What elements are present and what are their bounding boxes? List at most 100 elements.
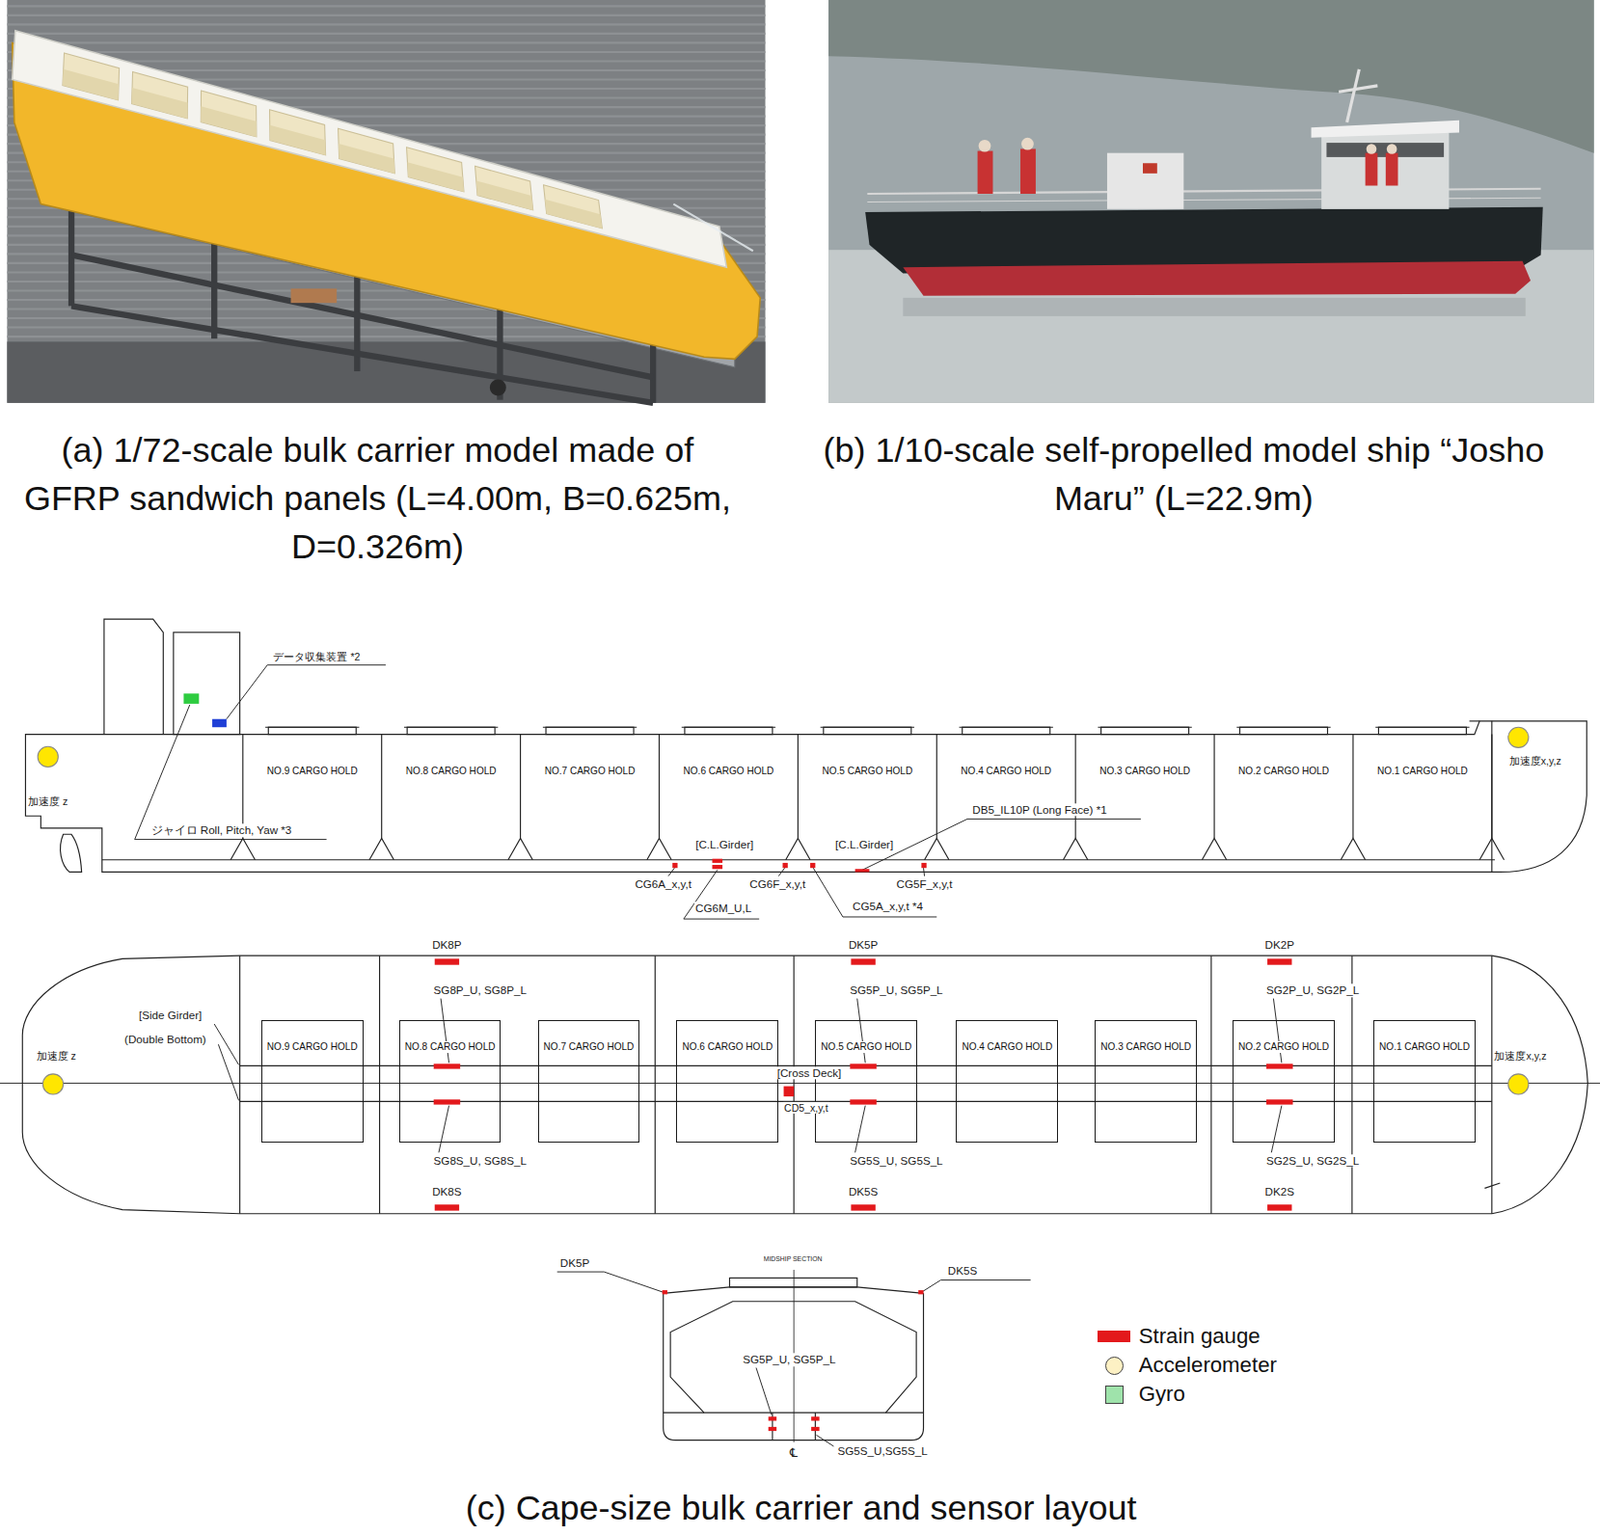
ship-profile	[1378, 727, 1466, 734]
model-photo	[406, 162, 464, 192]
hold-name: NO.6 CARGO HOLD	[682, 765, 776, 778]
midship-section	[670, 1301, 917, 1413]
strain-gauge	[810, 863, 815, 868]
strain-gauge	[1267, 958, 1292, 965]
model-photo	[6, 51, 765, 54]
strain-gauge	[1267, 1204, 1292, 1211]
ship-photo	[902, 298, 1525, 317]
ship-profile	[1491, 734, 1492, 840]
ship-profile	[1097, 727, 1192, 729]
ship-profile	[797, 734, 799, 840]
hold-name: NO.8 CARGO HOLD	[404, 1041, 497, 1054]
sensor-label: 加速度x,y,z	[1508, 755, 1563, 767]
sensor-label: SG5S_U,SG5S_L	[837, 1444, 929, 1458]
legend-text: Gyro	[1138, 1382, 1186, 1408]
ship-profile	[519, 734, 521, 840]
ship-photo	[1021, 137, 1034, 151]
ship-profile	[1469, 720, 1481, 722]
model-photo	[62, 53, 120, 101]
sensor-label: DK5P	[847, 938, 879, 951]
sensor-label: 加速度x,y,z	[1492, 1050, 1547, 1062]
ship-profile	[404, 727, 498, 729]
model-photo	[543, 185, 603, 229]
model-photo	[338, 143, 395, 174]
model-photo	[406, 147, 464, 192]
legend-item: Accelerometer	[1097, 1353, 1276, 1379]
ship-photo	[978, 137, 1398, 155]
sensor-label: DK5P	[559, 1256, 591, 1270]
ship-profile	[924, 839, 950, 861]
model-photo	[270, 109, 326, 156]
strain-gauge	[849, 1099, 877, 1105]
ship-profile	[542, 727, 637, 729]
strain-gauge	[850, 1204, 875, 1211]
sensor-label: DK5S	[847, 1185, 879, 1198]
hold-name: NO.5 CARGO HOLD	[819, 1041, 913, 1054]
ship-profile	[1236, 727, 1330, 729]
cargo-hold-profile: NO.2 CARGO HOLD	[1214, 759, 1354, 784]
ship-plan	[793, 955, 795, 1215]
strain-gauge	[672, 863, 678, 868]
ship-photo	[977, 148, 1399, 194]
model-photo	[270, 125, 326, 156]
ship-profile	[265, 727, 359, 729]
strain-gauge	[850, 958, 875, 965]
model-photo	[475, 165, 534, 211]
cargo-hold-hatch: NO.2 CARGO HOLD	[1232, 1020, 1335, 1143]
ship-photo	[1347, 69, 1360, 123]
ship-profile	[684, 727, 773, 734]
ship-photo	[1365, 153, 1379, 187]
model-photo	[650, 336, 656, 404]
ship-profile	[1352, 734, 1354, 840]
strain-gauge	[849, 1063, 877, 1069]
accelerometer-symbol	[1508, 1074, 1529, 1095]
cargo-hold-hatch: NO.6 CARGO HOLD	[676, 1020, 779, 1143]
midship-section	[663, 1270, 924, 1443]
leader-line	[813, 867, 937, 918]
sensor-label: DK2S	[1264, 1185, 1296, 1198]
cargo-hold-profile: NO.4 CARGO HOLD	[936, 759, 1076, 784]
ship-photo	[977, 151, 994, 194]
ship-profile	[1491, 721, 1492, 873]
leader-line	[815, 1435, 834, 1447]
sensor-label: DK8P	[431, 938, 462, 951]
sensor-label: CG6M_U,L	[694, 901, 753, 915]
ship-photo	[828, 0, 1595, 404]
cargo-hold-hatch: NO.7 CARGO HOLD	[538, 1020, 641, 1143]
ship-photo	[1142, 162, 1158, 174]
ship-photo	[828, 249, 1595, 404]
hold-name: NO.5 CARGO HOLD	[820, 765, 914, 778]
ship-profile	[1479, 839, 1504, 861]
sensor-label: [C.L.Girder]	[694, 838, 755, 851]
leader-line	[923, 867, 925, 876]
ship-plan	[379, 955, 380, 1215]
sensor-label: (Double Bottom)	[123, 1032, 208, 1046]
ship-photo	[1386, 143, 1398, 155]
ship-plan	[1484, 1183, 1500, 1189]
ship-plan	[22, 955, 1588, 1215]
cargo-hold-profile: NO.6 CARGO HOLD	[658, 759, 798, 784]
ship-profile	[1201, 839, 1226, 861]
strain-gauge	[662, 1290, 668, 1295]
ship-profile	[962, 727, 1051, 734]
leader-line	[855, 1106, 867, 1154]
ship-photo	[978, 139, 992, 153]
legend-item: Gyro	[1097, 1382, 1185, 1408]
model-photo	[338, 128, 396, 174]
sensor-label: CD5_x,y,t	[783, 1102, 830, 1114]
hold-name: NO.4 CARGO HOLD	[959, 765, 1053, 778]
model-photo	[62, 69, 119, 101]
model-photo	[6, 41, 765, 44]
strain-gauge	[811, 1416, 819, 1421]
hold-name: NO.9 CARGO HOLD	[266, 765, 359, 778]
cargo-hold-profile: NO.1 CARGO HOLD	[1353, 759, 1492, 784]
midship-section	[729, 1277, 857, 1288]
hold-name: NO.3 CARGO HOLD	[1098, 765, 1192, 778]
model-photo	[489, 379, 507, 397]
strain-gauge	[768, 1416, 777, 1421]
ship-profile	[1340, 839, 1365, 861]
leader-line	[217, 1044, 239, 1101]
ship-profile	[406, 727, 495, 734]
model-photo	[200, 90, 257, 137]
